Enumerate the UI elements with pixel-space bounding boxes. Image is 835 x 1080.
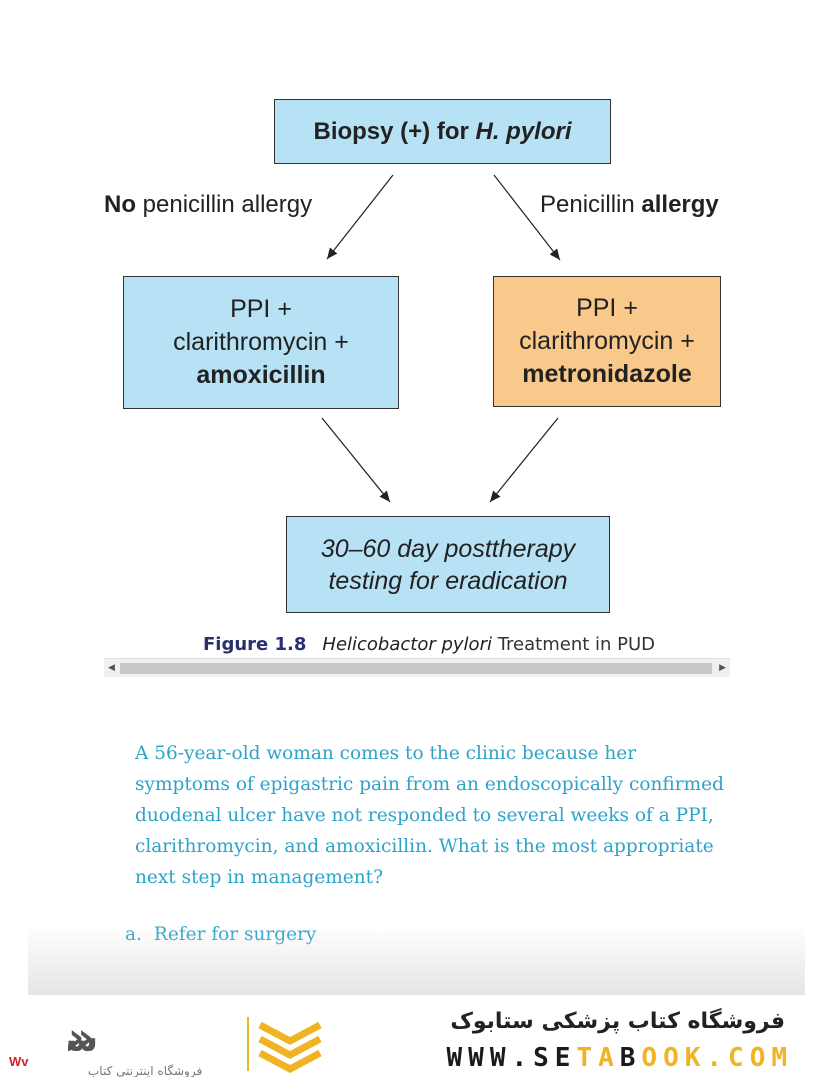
caption-organism: Helicobactor pylori — [322, 634, 492, 655]
regimen-line: PPI + — [576, 294, 638, 322]
testing-line: testing for eradication — [328, 566, 568, 595]
answer-option-a[interactable]: a. Refer for surgery — [125, 924, 316, 945]
regimen-drug: metronidazole — [522, 360, 692, 388]
option-letter: a. — [125, 924, 142, 945]
svg-text:»: » — [68, 1015, 94, 1061]
scroll-right-icon[interactable]: ▶ — [719, 662, 726, 672]
figure-caption: Figure 1.8 Helicobactor pylori Treatment … — [203, 634, 655, 655]
corner-mark: Wv — [9, 1054, 29, 1069]
arrow-left-to-bottom — [321, 417, 391, 503]
eradication-testing-box: 30–60 day posttherapy testing for eradic… — [286, 516, 610, 613]
metronidazole-regimen-box: PPI + clarithromycin + metronidazole — [493, 276, 721, 407]
book-stack-logo-icon: » ستابوک فروشگاه اینترنتی کتاب — [68, 1015, 322, 1077]
regimen-drug: amoxicillin — [196, 361, 326, 389]
allergy-label-clip: Penicillin allergy — [540, 191, 730, 225]
biopsy-organism: H. pylori — [475, 117, 572, 145]
regimen-line: clarithromycin + — [519, 327, 695, 355]
option-text: Refer for surgery — [153, 924, 317, 945]
regimen-line: PPI + — [230, 295, 292, 323]
amoxicillin-regimen-box: PPI + clarithromycin + amoxicillin — [123, 276, 399, 409]
horizontal-scrollbar[interactable]: ◀ ▶ — [104, 658, 730, 677]
figure-number: Figure 1.8 — [203, 634, 307, 655]
scroll-left-icon[interactable]: ◀ — [108, 662, 115, 672]
arrow-top-to-right — [493, 174, 561, 261]
watermark-footer: » ستابوک فروشگاه اینترنتی کتاب فروشگاه ک… — [0, 995, 835, 1080]
store-website: WWW.SETABOOK.COM — [446, 1043, 793, 1073]
arrow-top-to-left — [326, 174, 394, 260]
testing-line: 30–60 day posttherapy — [320, 534, 576, 563]
regimen-line: clarithromycin + — [173, 328, 349, 356]
svg-text:فروشگاه اینترنتی کتاب: فروشگاه اینترنتی کتاب — [88, 1064, 202, 1077]
biopsy-text: Biopsy (+) for — [313, 117, 476, 145]
scrollbar-thumb[interactable] — [120, 663, 712, 674]
question-stem: A 56-year-old woman comes to the clinic … — [135, 743, 724, 888]
arrow-right-to-bottom — [489, 417, 559, 503]
svg-text:ستابوک: ستابوک — [68, 1020, 98, 1060]
store-name: فروشگاه کتاب پزشکی ستابوک — [450, 1009, 785, 1034]
biopsy-box: Biopsy (+) for H. pylori — [274, 99, 611, 164]
allergy-label: Penicillin allergy — [540, 191, 719, 218]
no-allergy-label: No penicillin allergy — [104, 191, 313, 218]
caption-text: Treatment in PUD — [491, 634, 656, 655]
